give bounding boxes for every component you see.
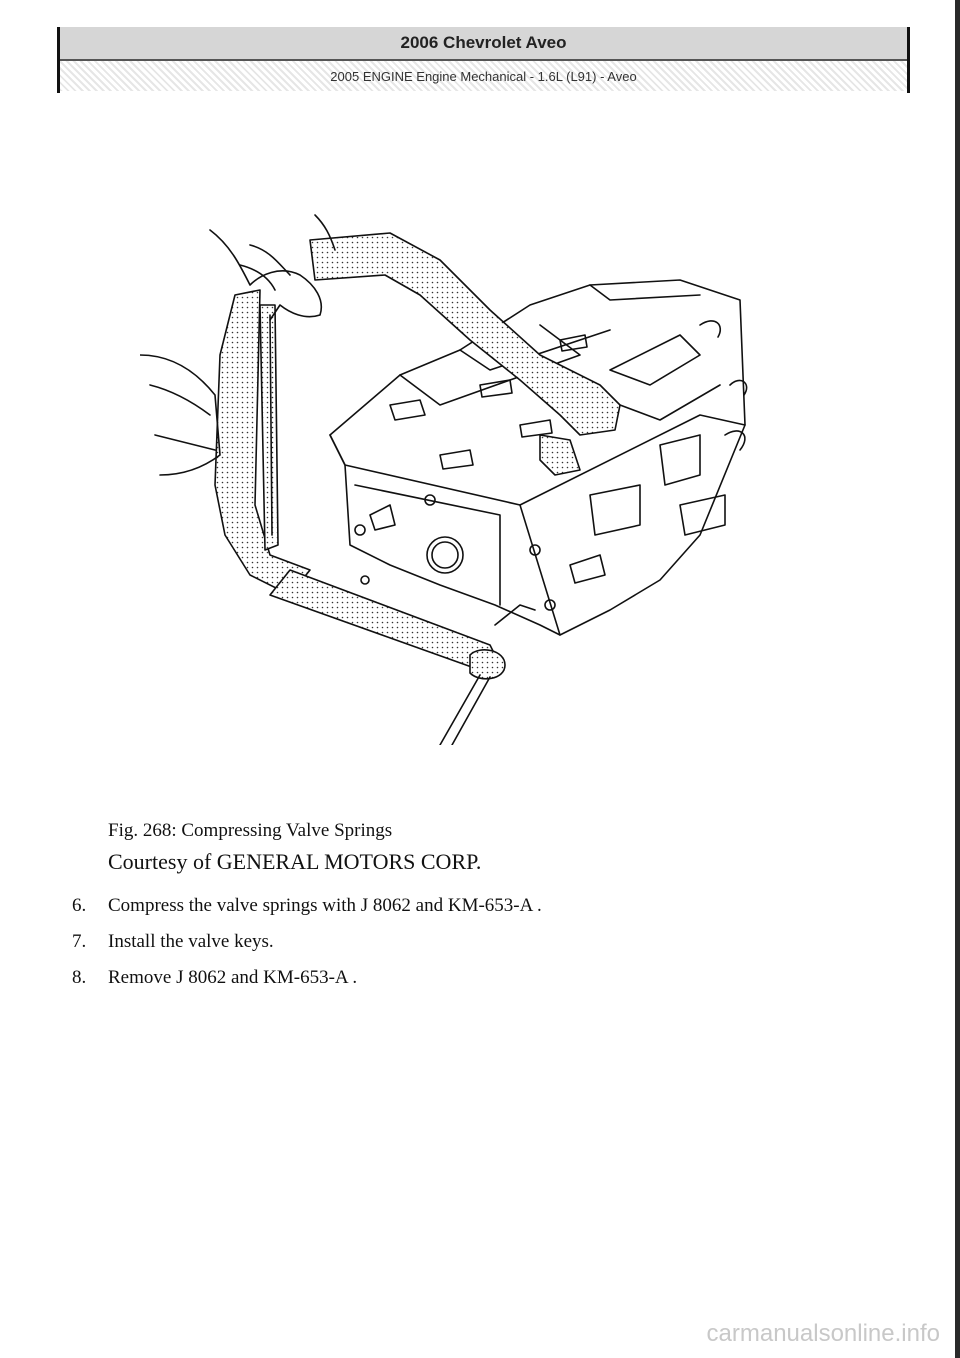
step-number: 8. bbox=[72, 967, 87, 988]
figure-caption: Fig. 268: Compressing Valve Springs bbox=[108, 820, 393, 841]
hand-lower bbox=[139, 354, 221, 476]
page-header: 2006 Chevrolet Aveo 2005 ENGINE Engine M… bbox=[57, 27, 910, 93]
list-item: 7. Install the valve keys. bbox=[72, 931, 542, 967]
procedure-steps: 6. Compress the valve springs with J 806… bbox=[72, 895, 542, 1003]
step-text: Install the valve keys. bbox=[108, 931, 274, 952]
step-number: 6. bbox=[72, 895, 87, 916]
document-title: 2006 Chevrolet Aveo bbox=[60, 27, 907, 61]
adapter-km-653-a bbox=[539, 434, 581, 476]
list-item: 8. Remove J 8062 and KM-653-A . bbox=[72, 967, 542, 1003]
document-subtitle: 2005 ENGINE Engine Mechanical - 1.6L (L9… bbox=[60, 61, 907, 91]
compressor-upper-arm bbox=[309, 232, 621, 436]
step-text: Compress the valve springs with J 8062 a… bbox=[108, 895, 542, 916]
step-text: Remove J 8062 and KM-653-A . bbox=[108, 967, 358, 988]
compressor-screw bbox=[259, 304, 279, 551]
cylinder-head-shape bbox=[329, 279, 748, 636]
valve-spring-compressor-illustration bbox=[139, 205, 760, 746]
compressor-handle bbox=[469, 649, 506, 680]
page-edge bbox=[955, 0, 960, 1358]
figure-credit: Courtesy of GENERAL MOTORS CORP. bbox=[108, 849, 482, 874]
figure-caption-block: Fig. 268: Compressing Valve Springs Cour… bbox=[108, 815, 481, 877]
list-item: 6. Compress the valve springs with J 806… bbox=[72, 895, 542, 931]
step-number: 7. bbox=[72, 931, 87, 952]
watermark: carmanualsonline.info bbox=[706, 1320, 940, 1347]
